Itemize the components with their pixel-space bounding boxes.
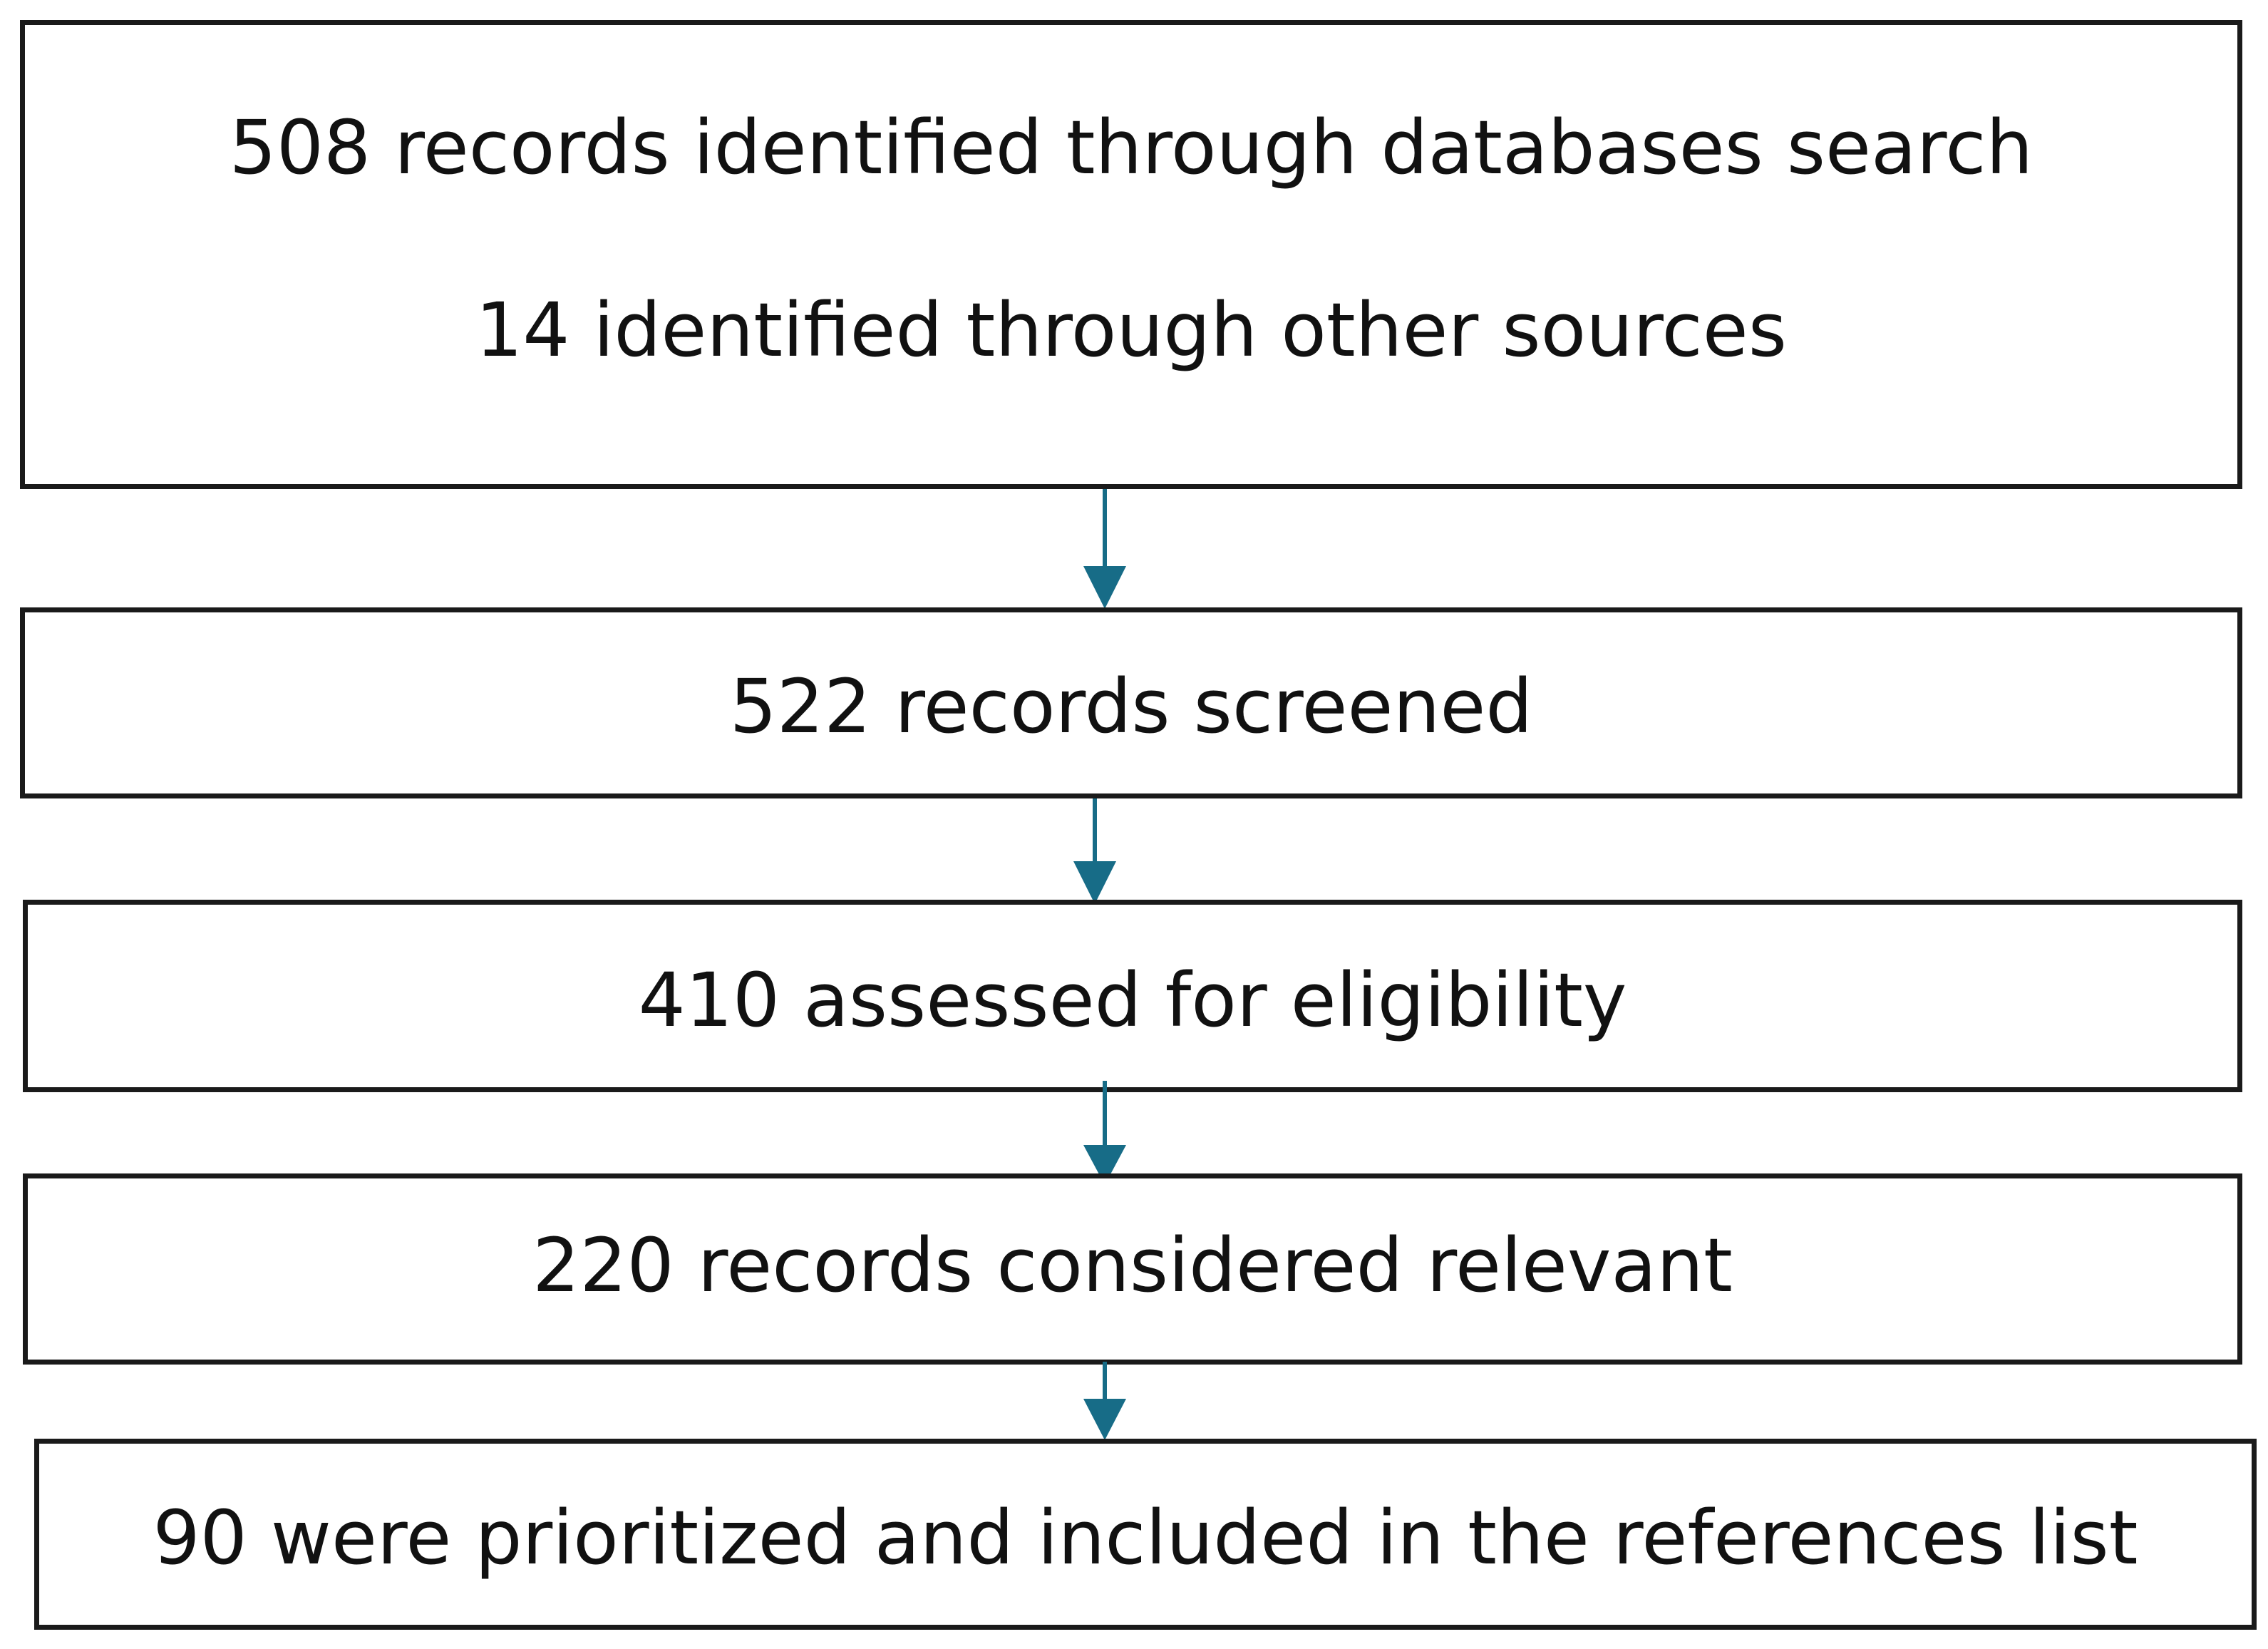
eligibility-label: 410 assessed for eligibility (638, 957, 1627, 1044)
relevant-label: 220 records considered relevant (532, 1222, 1733, 1309)
included-label: 90 were prioritized and included in the … (153, 1494, 2138, 1581)
identification-line-1: 508 records identified through databases… (229, 104, 2034, 191)
arrow-eligibility-to-relevant (1083, 1081, 1126, 1185)
arrow-screening-to-eligibility (1073, 798, 1116, 904)
relevant-box: 220 records considered relevant (23, 1173, 2242, 1365)
included-box: 90 were prioritized and included in the … (34, 1439, 2257, 1630)
arrow-identification-to-screening (1083, 489, 1126, 609)
screening-box: 522 records screened (20, 607, 2242, 798)
identification-box: 508 records identified through databases… (20, 20, 2242, 489)
arrow-relevant-to-included (1083, 1362, 1126, 1440)
eligibility-box: 410 assessed for eligibility (23, 900, 2242, 1092)
identification-line-2: 14 identified through other sources (475, 287, 1787, 374)
screening-label: 522 records screened (729, 663, 1533, 750)
